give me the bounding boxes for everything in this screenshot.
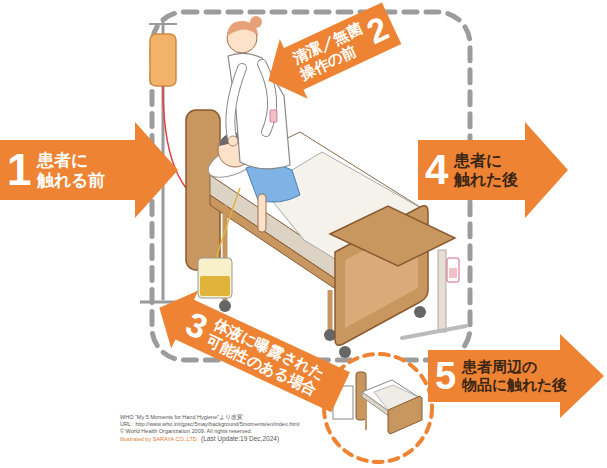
moment-arrow: 1患者に 触れる前 [0,122,178,218]
patient-arm-outline [258,198,267,228]
bed-leg [328,290,333,330]
patient-shirt [246,163,300,202]
moment-number: 1 [7,148,31,192]
hand-rub-label [449,268,457,278]
moment-arrow: 3体液に曝露された 可能性のある場合 [146,279,354,422]
nurse-hair-bun [250,16,262,28]
moment-arrow: 4患者に 触れた後 [418,122,568,218]
small-bed-footboard [388,396,422,434]
bed-wheel [324,329,336,341]
arrow-fill [146,279,354,422]
text-line: 物品に触れた後 [462,376,567,394]
overbed-table-leg [438,250,446,332]
iv-hook [149,23,177,25]
overbed-table-base [402,326,466,338]
bed-wheel [219,300,231,312]
moment-label: 患者に 触れる前 [37,150,105,191]
moment-number: 5 [435,357,456,395]
credit-note: WHO “My 5 Moments for Hand Hygiene”より改変 [120,414,243,420]
moment-number: 4 [425,149,448,191]
text-line: 患者に [37,150,105,170]
text-line: 患者周辺の [462,358,567,376]
text-line: 触れた後 [454,170,518,189]
nurse-badge [270,110,277,122]
arrow-fill [254,0,405,111]
urine-fluid [200,276,230,296]
moment-arrow: 5患者周辺の 物品に触れた後 [428,334,604,418]
credit-note: (Last Update:19 Dec,2024) [201,435,279,442]
nurse-arm [230,68,242,138]
iv-bag [150,34,176,86]
overbed-table-top [330,206,455,266]
credit-note: URL : http://www.who.int/gpsc/5may/backg… [120,421,300,427]
arrow-fill [428,334,604,418]
moment-label: 体液に曝露された 可能性のある場合 [203,315,327,398]
small-bed-leg [365,400,367,430]
arrow-fill [418,122,568,218]
moment-label: 患者に 触れた後 [454,151,518,189]
patient-arm [259,198,266,228]
urine-bag [198,258,232,298]
text-line: 患者に [454,151,518,170]
bed-wheel [414,306,426,318]
nurse-hand [228,136,238,146]
arrow-fill [0,122,178,218]
credit-note: Illustrated by SARAYA CO.,LTD. [120,436,198,442]
moment-label: 患者周辺の 物品に触れた後 [462,358,567,394]
urine-tube [216,188,240,258]
moment-arrow: 2清潔／無菌 操作の前 [254,0,405,111]
credit-note: © World Health Organization 2009. All ri… [120,428,252,434]
text-line: 触れる前 [37,170,105,190]
hand-rub-bottle [447,258,459,282]
bed-wheel [339,346,351,358]
nurse-arm-outline [230,68,242,138]
